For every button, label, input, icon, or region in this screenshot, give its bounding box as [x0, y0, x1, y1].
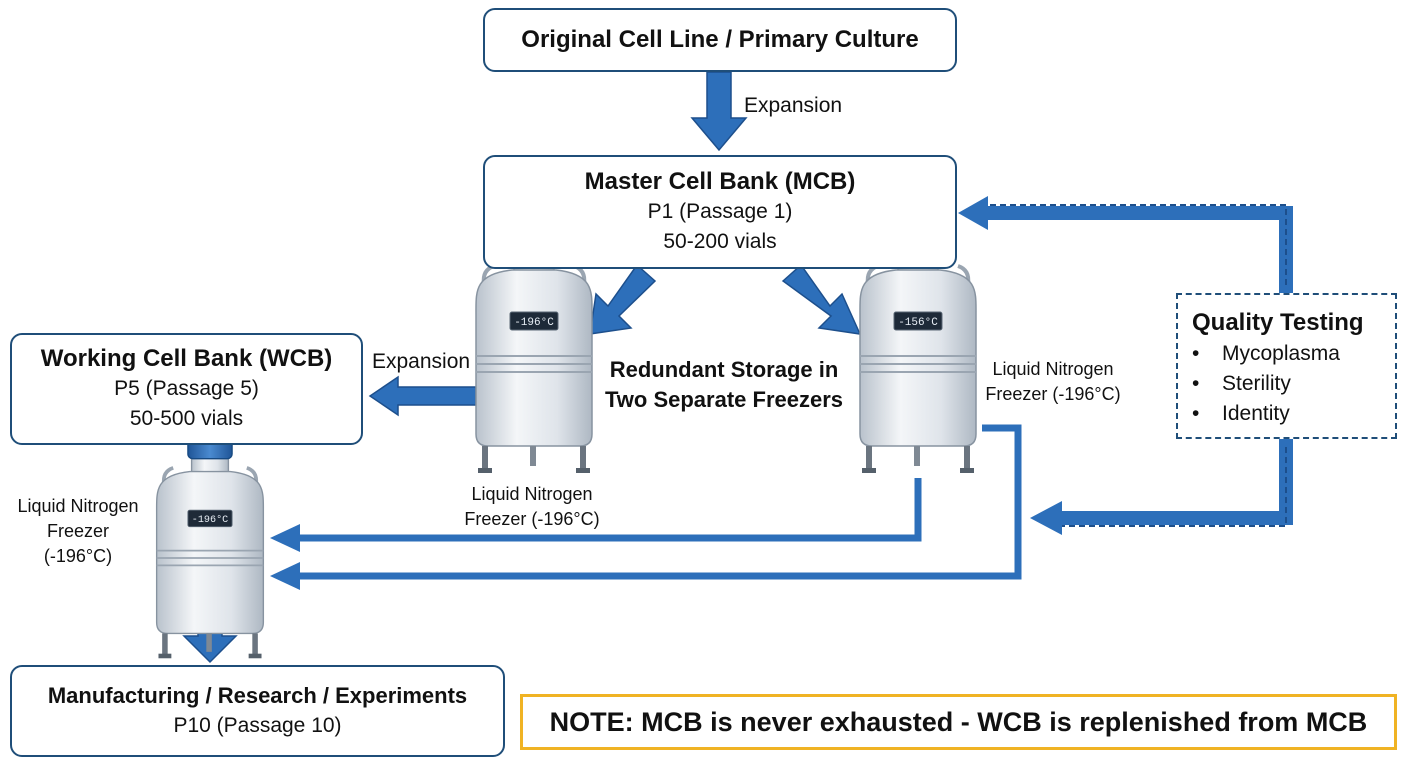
line-freezer-right-upper: [296, 478, 922, 542]
qt-feedback-to-freezers: [1060, 439, 1293, 525]
freezer-left-caption-line-2: Freezer: [46, 521, 109, 541]
liquid-nitrogen-tank-icon: -196°C: [154, 438, 266, 661]
wcb-passage: P5 (Passage 5): [114, 377, 259, 400]
line-freezer-right-lower: [296, 424, 1022, 580]
freezer-center-caption: Liquid Nitrogen Freezer (-196°C): [444, 482, 620, 532]
expansion-label-left: Expansion: [372, 350, 471, 373]
mcb-vials: 50-200 vials: [663, 230, 777, 253]
quality-feedback-paths: [958, 196, 1293, 535]
quality-testing-list: • Mycoplasma • Sterility • Identity: [1178, 339, 1395, 429]
return-lines: [296, 424, 1022, 580]
bullet-icon: •: [1192, 372, 1200, 395]
freezer-right-caption-line-1: Liquid Nitrogen: [992, 359, 1114, 379]
freezer-right-caption: Liquid Nitrogen Freezer (-196°C): [970, 357, 1136, 407]
arrow-original-to-mcb: [690, 71, 748, 152]
list-item: • Sterility: [1192, 369, 1395, 399]
arrowhead-lower: [270, 562, 300, 590]
original-cell-line-title: Original Cell Line / Primary Culture: [521, 26, 919, 53]
qt-arrowhead-to-freezers: [1030, 501, 1062, 535]
freezer-right-display: -156°C: [898, 317, 938, 329]
liquid-nitrogen-tank-icon: -196°C: [473, 234, 595, 475]
list-item: • Mycoplasma: [1192, 339, 1395, 369]
expansion-label-top: Expansion: [744, 94, 843, 117]
note-box: NOTE: MCB is never exhausted - WCB is re…: [520, 694, 1397, 750]
quality-testing-box: Quality Testing • Mycoplasma • Sterility •…: [1176, 293, 1397, 439]
quality-test-item: Sterility: [1222, 372, 1291, 395]
master-cell-bank-box: Master Cell Bank (MCB) P1 (Passage 1) 50…: [483, 155, 957, 269]
manufacturing-passage: P10 (Passage 10): [173, 714, 342, 737]
freezer-left-display: -196°C: [192, 514, 228, 526]
freezer-center-display: -196°C: [514, 317, 554, 329]
note-text: NOTE: MCB is never exhausted - WCB is re…: [549, 706, 1368, 737]
redundant-storage-line-1: Redundant Storage in: [609, 357, 839, 382]
quality-test-item: Identity: [1222, 402, 1290, 425]
quality-testing-title: Quality Testing: [1192, 309, 1364, 336]
freezer-center-caption-line-2: Freezer (-196°C): [464, 509, 600, 529]
bullet-icon: •: [1192, 342, 1200, 365]
bullet-icon: •: [1192, 402, 1200, 425]
original-cell-line-box: Original Cell Line / Primary Culture: [483, 8, 957, 72]
arrow-mcb-to-freezer-center: [589, 263, 657, 335]
return-arrowheads: [270, 524, 300, 590]
mcb-title: Master Cell Bank (MCB): [584, 168, 856, 195]
working-cell-bank-box: Working Cell Bank (WCB) P5 (Passage 5) 5…: [10, 333, 363, 445]
qt-feedback-to-mcb: [985, 206, 1293, 293]
freezer-left-caption: Liquid Nitrogen Freezer (-196°C): [4, 494, 152, 569]
arrowhead-upper: [270, 524, 300, 552]
arrow-freezer-to-wcb: [368, 375, 477, 417]
mcb-passage: P1 (Passage 1): [647, 200, 793, 223]
redundant-storage-label: Redundant Storage in Two Separate Freeze…: [586, 355, 862, 415]
wcb-title: Working Cell Bank (WCB): [40, 345, 333, 372]
freezer-center-caption-line-1: Liquid Nitrogen: [471, 484, 593, 504]
qt-arrowhead-to-mcb: [958, 196, 988, 230]
arrow-mcb-to-freezer-right: [781, 263, 862, 335]
freezer-left-caption-line-3: (-196°C): [43, 546, 113, 566]
manufacturing-box: Manufacturing / Research / Experiments P…: [10, 665, 505, 757]
manufacturing-title: Manufacturing / Research / Experiments: [47, 683, 468, 708]
liquid-nitrogen-tank-icon: -156°C: [857, 234, 979, 475]
list-item: • Identity: [1192, 399, 1395, 429]
freezer-right-caption-line-2: Freezer (-196°C): [985, 384, 1121, 404]
quality-test-item: Mycoplasma: [1222, 342, 1340, 365]
freezer-left-caption-line-1: Liquid Nitrogen: [17, 496, 139, 516]
wcb-vials: 50-500 vials: [129, 407, 244, 430]
redundant-storage-line-2: Two Separate Freezers: [604, 387, 844, 412]
